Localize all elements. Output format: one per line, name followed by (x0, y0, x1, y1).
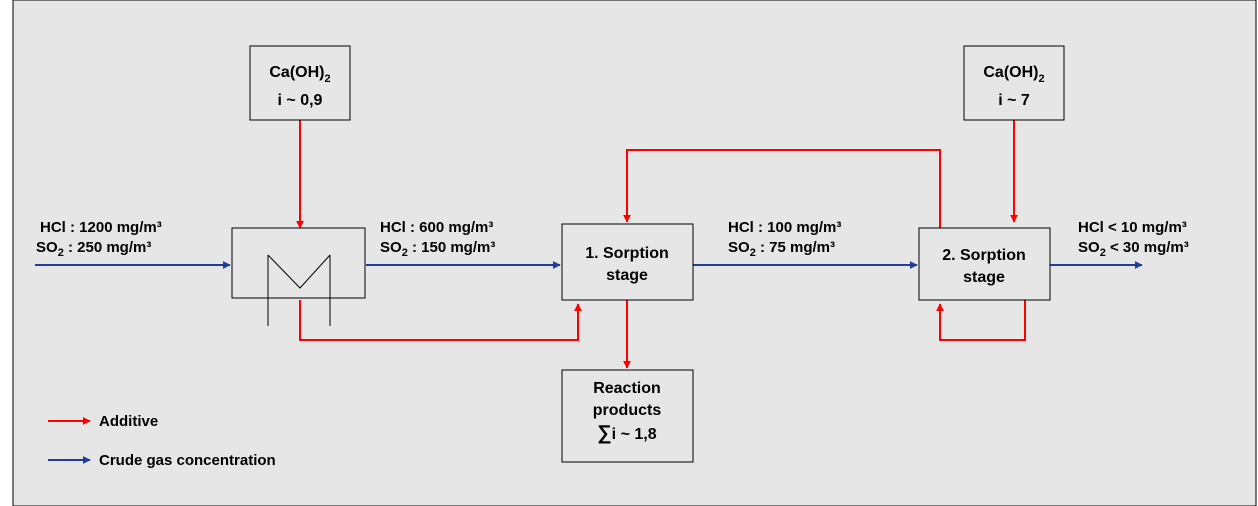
inlet-so2: SO2 : 250 mg/m³ (36, 239, 151, 259)
stage2-label-line2: stage (963, 269, 1005, 286)
products-line2: products (593, 402, 662, 419)
reagent-right-formula: Ca(OH)2 (983, 64, 1044, 85)
outlet-concentration: HCl < 10 mg/m³ SO2 < 30 mg/m³ (1078, 219, 1189, 259)
after-filter-hcl: HCl : 600 mg/m³ (380, 219, 493, 236)
filter-unit (231, 227, 366, 326)
after-filter-concentration: HCl : 600 mg/m³ SO2 : 150 mg/m³ (380, 219, 495, 259)
sorption-stage-2: 2. Sorption stage (918, 227, 1051, 301)
stage1-label-line2: stage (606, 267, 648, 284)
reagent-left-formula: Ca(OH)2 (269, 64, 330, 85)
additive-line-filter-to-stage1 (299, 300, 582, 341)
inlet-hcl: HCl : 1200 mg/m³ (40, 219, 162, 236)
inlet-concentration: HCl : 1200 mg/m³ SO2 : 250 mg/m³ (36, 219, 162, 259)
after-stage1-concentration: HCl : 100 mg/m³ SO2 : 75 mg/m³ (728, 219, 841, 259)
reagent-right-ratio: i ~ 7 (998, 92, 1030, 109)
additive-line-stage2-to-stage1 (623, 149, 941, 228)
after-stage1-so2: SO2 : 75 mg/m³ (728, 239, 835, 259)
reagent-left-ratio: i ~ 0,9 (278, 92, 323, 109)
legend: Additive Crude gas concentration (48, 413, 276, 469)
filter-v-shape (267, 254, 331, 289)
products-line3: ∑i ~ 1,8 (597, 422, 656, 444)
after-filter-so2: SO2 : 150 mg/m³ (380, 239, 495, 259)
outlet-so2: SO2 < 30 mg/m³ (1078, 239, 1189, 259)
after-stage1-hcl: HCl : 100 mg/m³ (728, 219, 841, 236)
stage1-label-line1: 1. Sorption (585, 245, 669, 262)
sorption-stage-1: 1. Sorption stage (561, 223, 694, 301)
reaction-products-box: Reaction products ∑i ~ 1,8 (561, 369, 694, 463)
stage2-label-line1: 2. Sorption (942, 247, 1026, 264)
sum-icon: ∑ (597, 422, 611, 444)
outlet-hcl: HCl < 10 mg/m³ (1078, 219, 1187, 236)
legend-crude-gas-label: Crude gas concentration (99, 452, 276, 469)
products-line1: Reaction (593, 380, 661, 397)
additive-line-stage2-loop (936, 300, 1026, 341)
reagent-box-right: Ca(OH)2 i ~ 7 (963, 45, 1065, 121)
reagent-box-left: Ca(OH)2 i ~ 0,9 (249, 45, 351, 121)
legend-additive-label: Additive (99, 413, 158, 430)
